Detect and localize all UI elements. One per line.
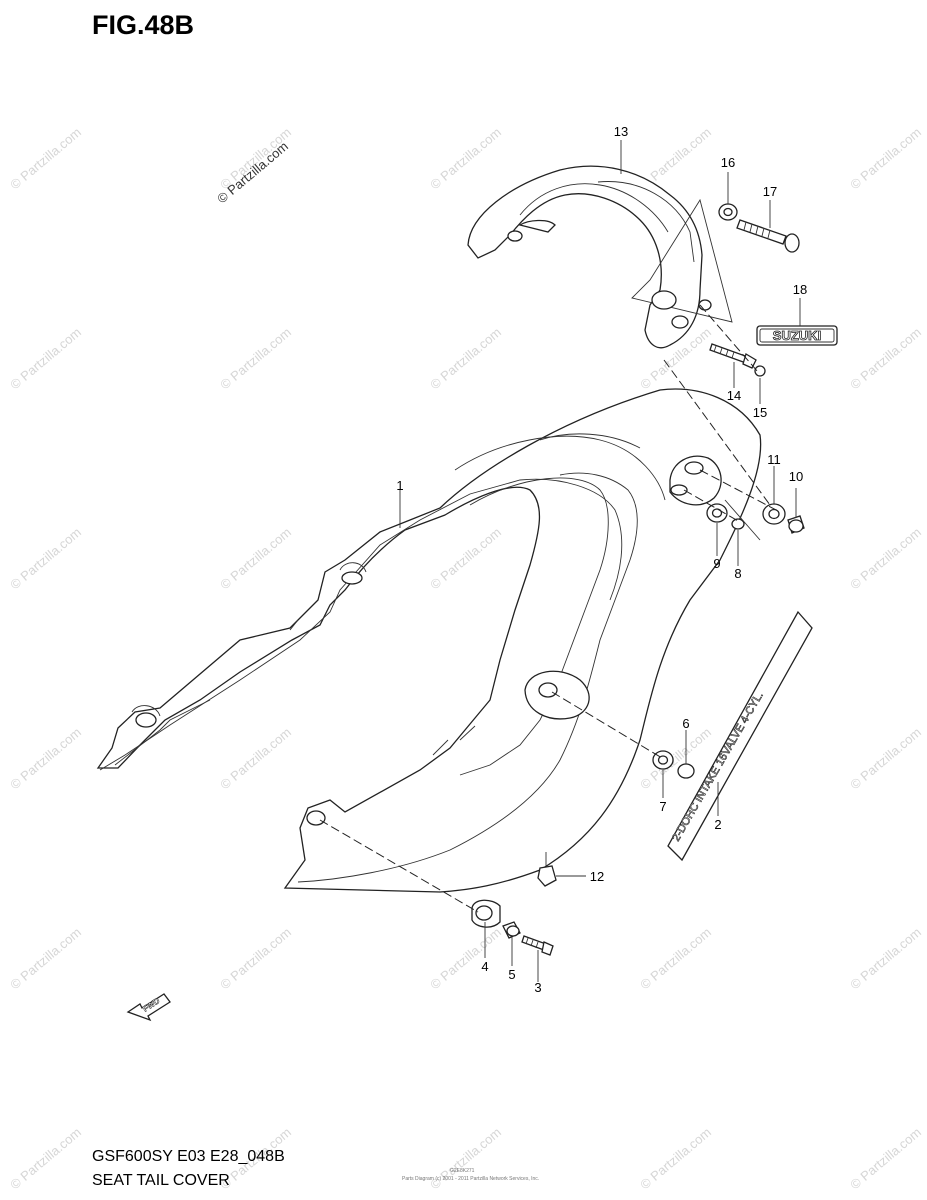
callout-17: 17 [763, 184, 777, 199]
watermark-text: © Partzilla.com [847, 724, 924, 792]
watermark-text: © Partzilla.com [637, 924, 714, 992]
callout-labels: 1 2 3 4 5 6 7 7 8 9 10 11 12 13 14 15 16… [396, 124, 807, 995]
watermark-text: © Partzilla.com [847, 324, 924, 392]
watermark-text: © Partzilla.com [427, 324, 504, 392]
part-9-grommet [706, 503, 728, 523]
callout-7-lower: 7 [659, 799, 666, 814]
watermark-text: © Partzilla.com [217, 324, 294, 392]
watermark-text: © Partzilla.com [217, 924, 294, 992]
model-code: GSF600SY E03 E28_048B [92, 1148, 285, 1165]
callout-1: 1 [396, 478, 403, 493]
part-18-suzuki-emblem: SUZUKI [756, 325, 838, 346]
part-16-washer [718, 203, 738, 221]
callout-15: 15 [753, 405, 767, 420]
callout-9: 9 [713, 556, 720, 571]
part-5-collar [502, 921, 521, 939]
watermark-text: © Partzilla.com [427, 924, 504, 992]
callout-3: 3 [534, 980, 541, 995]
watermark-text: © Partzilla.com [847, 124, 924, 192]
part-3-bolt [521, 935, 554, 956]
watermark-text: © Partzilla.com [7, 324, 84, 392]
watermark-text: © Partzilla.com [637, 1124, 714, 1192]
copyright-line: Parts Diagram (c) 2001 - 2011 Partzilla … [402, 1176, 540, 1182]
callout-18: 18 [793, 282, 807, 297]
watermark-text: © Partzilla.com [847, 524, 924, 592]
watermark-text: © Partzilla.com [427, 524, 504, 592]
callout-10: 10 [789, 469, 803, 484]
small-code: G2E8K271 [450, 1168, 475, 1174]
watermark-text: © Partzilla.com [7, 124, 84, 192]
callout-16: 16 [721, 155, 735, 170]
figure-title: FIG.48B [92, 10, 195, 40]
watermark-text: © Partzilla.com [7, 1124, 84, 1192]
svg-text:SUZUKI: SUZUKI [773, 328, 821, 343]
callout-12: 12 [590, 869, 604, 884]
watermark-text: © Partzilla.com [427, 1124, 504, 1192]
part-17-bolt [736, 219, 800, 253]
callout-11: 11 [767, 452, 781, 467]
watermark-text: © Partzilla.com [847, 924, 924, 992]
callout-4: 4 [481, 959, 488, 974]
part-8-collar [731, 518, 745, 530]
watermark-text: © Partzilla.com [847, 1124, 924, 1192]
diagram-title: SEAT TAIL COVER [92, 1172, 230, 1189]
part-14-bolt [709, 343, 757, 369]
watermark-text: © Partzilla.com [7, 924, 84, 992]
watermark-text: © Partzilla.com [7, 524, 84, 592]
seat-tail-cover [96, 388, 762, 893]
assembly-lines [319, 304, 781, 913]
part-7-grommet [652, 750, 674, 770]
watermark-text: © Partzilla.com [427, 124, 504, 192]
part-10-collar [787, 515, 805, 534]
watermark-text: © Partzilla.com [217, 724, 294, 792]
leader-lines [399, 140, 801, 982]
callout-5: 5 [508, 967, 515, 982]
watermark-text: © Partzilla.com [217, 524, 294, 592]
callout-14: 14 [727, 388, 741, 403]
part-11-grommet [762, 503, 786, 525]
callout-8: 8 [734, 566, 741, 581]
part-15-nut [754, 365, 766, 377]
part-6-collar [677, 763, 695, 779]
part-4-grommet [471, 899, 501, 928]
grab-rail [467, 165, 733, 349]
part-12-clip [537, 852, 557, 887]
callout-6: 6 [682, 716, 689, 731]
fwd-arrow: FWD [126, 993, 171, 1022]
callout-2: 2 [714, 817, 721, 832]
callout-13: 13 [614, 124, 628, 139]
watermark-text: © Partzilla.com [7, 724, 84, 792]
